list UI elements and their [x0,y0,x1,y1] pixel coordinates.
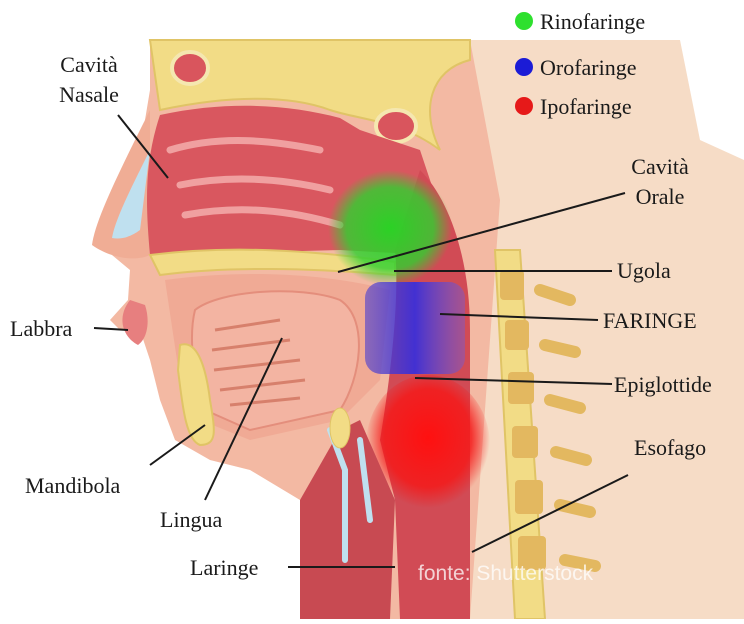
label-labbra: Labbra [10,316,73,341]
sinus-sphenoid [376,110,416,142]
tongue [192,291,359,430]
legend-swatch-ipofaringe [515,97,533,115]
label-cavita-orale-line2: Orale [636,184,685,209]
label-cavita-nasale-line1: Cavità [60,52,118,77]
orofaringe-region [365,282,465,374]
label-cavita-nasale-line2: Nasale [59,82,119,107]
legend-swatch-orofaringe [515,58,533,76]
label-epiglottide: Epiglottide [614,372,712,397]
label-faringe: FARINGE [603,308,697,333]
label-esofago: Esofago [634,435,706,460]
label-cavita-orale-line1: Cavità [631,154,689,179]
legend-label-orofaringe: Orofaringe [540,55,637,80]
watermark: fonte: Shutterstock [418,562,594,585]
sinus-upper [172,52,208,84]
label-lingua: Lingua [160,507,223,532]
epiglottis-cartilage [330,408,350,448]
legend-label-ipofaringe: Ipofaringe [540,94,632,119]
label-ugola: Ugola [617,258,671,283]
label-mandibola: Mandibola [25,473,121,498]
legend-swatch-rinofaringe [515,12,533,30]
legend-label-rinofaringe: Rinofaringe [540,9,645,34]
label-laringe: Laringe [190,555,258,580]
